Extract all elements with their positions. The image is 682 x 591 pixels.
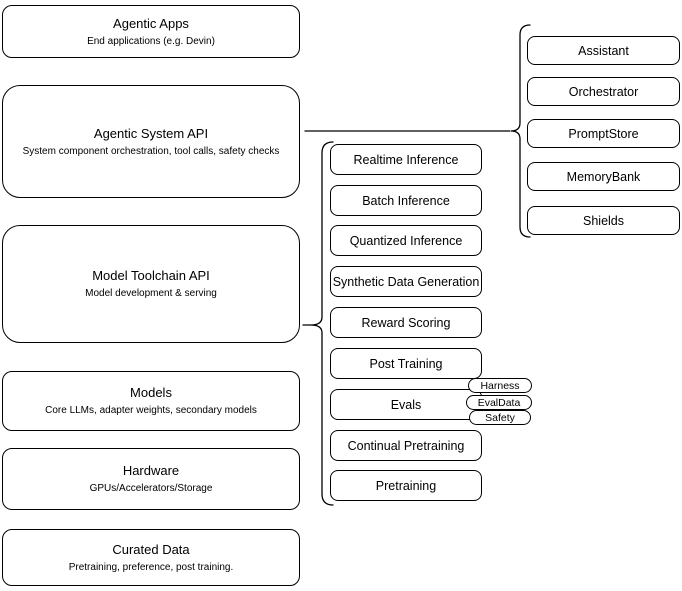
toolchain-item-batch-inference[interactable]: Batch Inference bbox=[330, 185, 482, 216]
system-component-promptstore[interactable]: PromptStore bbox=[527, 119, 680, 148]
agentic-apps-subtitle: End applications (e.g. Devin) bbox=[87, 35, 215, 47]
system-components-brace bbox=[510, 24, 531, 238]
toolchain-item-post-training[interactable]: Post Training bbox=[330, 348, 482, 379]
toolchain-item-label: Batch Inference bbox=[362, 193, 450, 208]
toolchain-item-label: Continual Pretraining bbox=[347, 438, 465, 453]
toolchain-item-label: Realtime Inference bbox=[353, 152, 459, 167]
system-component-memorybank[interactable]: MemoryBank bbox=[527, 162, 680, 191]
eval-tag-label: Safety bbox=[485, 411, 515, 424]
hardware-subtitle: GPUs/Accelerators/Storage bbox=[89, 483, 213, 494]
agentic-apps-title: Agentic Apps bbox=[113, 15, 189, 31]
system-component-label: MemoryBank bbox=[566, 169, 641, 184]
curated-data-subtitle: Pretraining, preference, post training. bbox=[68, 561, 234, 573]
model-toolchain-api-subtitle: Model development & serving bbox=[85, 288, 217, 299]
eval-tag-harness[interactable]: Harness bbox=[468, 378, 532, 393]
eval-tag-label: Harness bbox=[480, 379, 520, 392]
toolchain-item-label: Pretraining bbox=[375, 478, 437, 493]
toolchain-item-quantized-inference[interactable]: Quantized Inference bbox=[330, 225, 482, 256]
toolchain-item-continual-pretraining[interactable]: Continual Pretraining bbox=[330, 430, 482, 461]
toolchain-item-reward-scoring[interactable]: Reward Scoring bbox=[330, 307, 482, 338]
toolchain-item-label: Synthetic Data Generation bbox=[332, 274, 480, 289]
box-agentic-apps[interactable]: Agentic Apps End applications (e.g. Devi… bbox=[2, 5, 300, 58]
toolchain-item-label: Quantized Inference bbox=[349, 233, 463, 248]
system-component-assistant[interactable]: Assistant bbox=[527, 36, 680, 65]
system-component-label: Shields bbox=[583, 213, 624, 228]
model-toolchain-api-title: Model Toolchain API bbox=[92, 268, 210, 283]
toolchain-item-realtime-inference[interactable]: Realtime Inference bbox=[330, 144, 482, 175]
curated-data-title: Curated Data bbox=[112, 541, 190, 557]
system-component-label: Assistant bbox=[578, 43, 629, 58]
toolchain-brace bbox=[310, 141, 334, 506]
toolchain-item-label: Reward Scoring bbox=[361, 315, 451, 330]
box-models[interactable]: Models Core LLMs, adapter weights, secon… bbox=[2, 371, 300, 431]
system-component-orchestrator[interactable]: Orchestrator bbox=[527, 77, 680, 106]
hardware-title: Hardware bbox=[122, 463, 180, 478]
eval-tag-safety[interactable]: Safety bbox=[469, 410, 531, 425]
eval-tag-evaldata[interactable]: EvalData bbox=[466, 395, 532, 410]
agentic-system-api-title: Agentic System API bbox=[93, 125, 209, 141]
system-component-shields[interactable]: Shields bbox=[527, 206, 680, 235]
toolchain-item-evals[interactable]: Evals bbox=[330, 389, 482, 420]
system-component-label: PromptStore bbox=[568, 126, 639, 141]
agentic-system-api-subtitle: System component orchestration, tool cal… bbox=[22, 145, 280, 157]
toolchain-item-label: Post Training bbox=[369, 356, 443, 371]
box-curated-data[interactable]: Curated Data Pretraining, preference, po… bbox=[2, 529, 300, 586]
toolchain-item-synthetic-data-generation[interactable]: Synthetic Data Generation bbox=[330, 266, 482, 297]
system-component-label: Orchestrator bbox=[568, 84, 639, 99]
box-model-toolchain-api[interactable]: Model Toolchain API Model development & … bbox=[2, 225, 300, 343]
eval-tag-label: EvalData bbox=[477, 396, 521, 409]
box-hardware[interactable]: Hardware GPUs/Accelerators/Storage bbox=[2, 448, 300, 510]
models-title: Models bbox=[130, 385, 172, 400]
toolchain-item-pretraining[interactable]: Pretraining bbox=[330, 470, 482, 501]
models-subtitle: Core LLMs, adapter weights, secondary mo… bbox=[45, 405, 257, 416]
box-agentic-system-api[interactable]: Agentic System API System component orch… bbox=[2, 85, 300, 198]
toolchain-item-label: Evals bbox=[390, 397, 422, 412]
